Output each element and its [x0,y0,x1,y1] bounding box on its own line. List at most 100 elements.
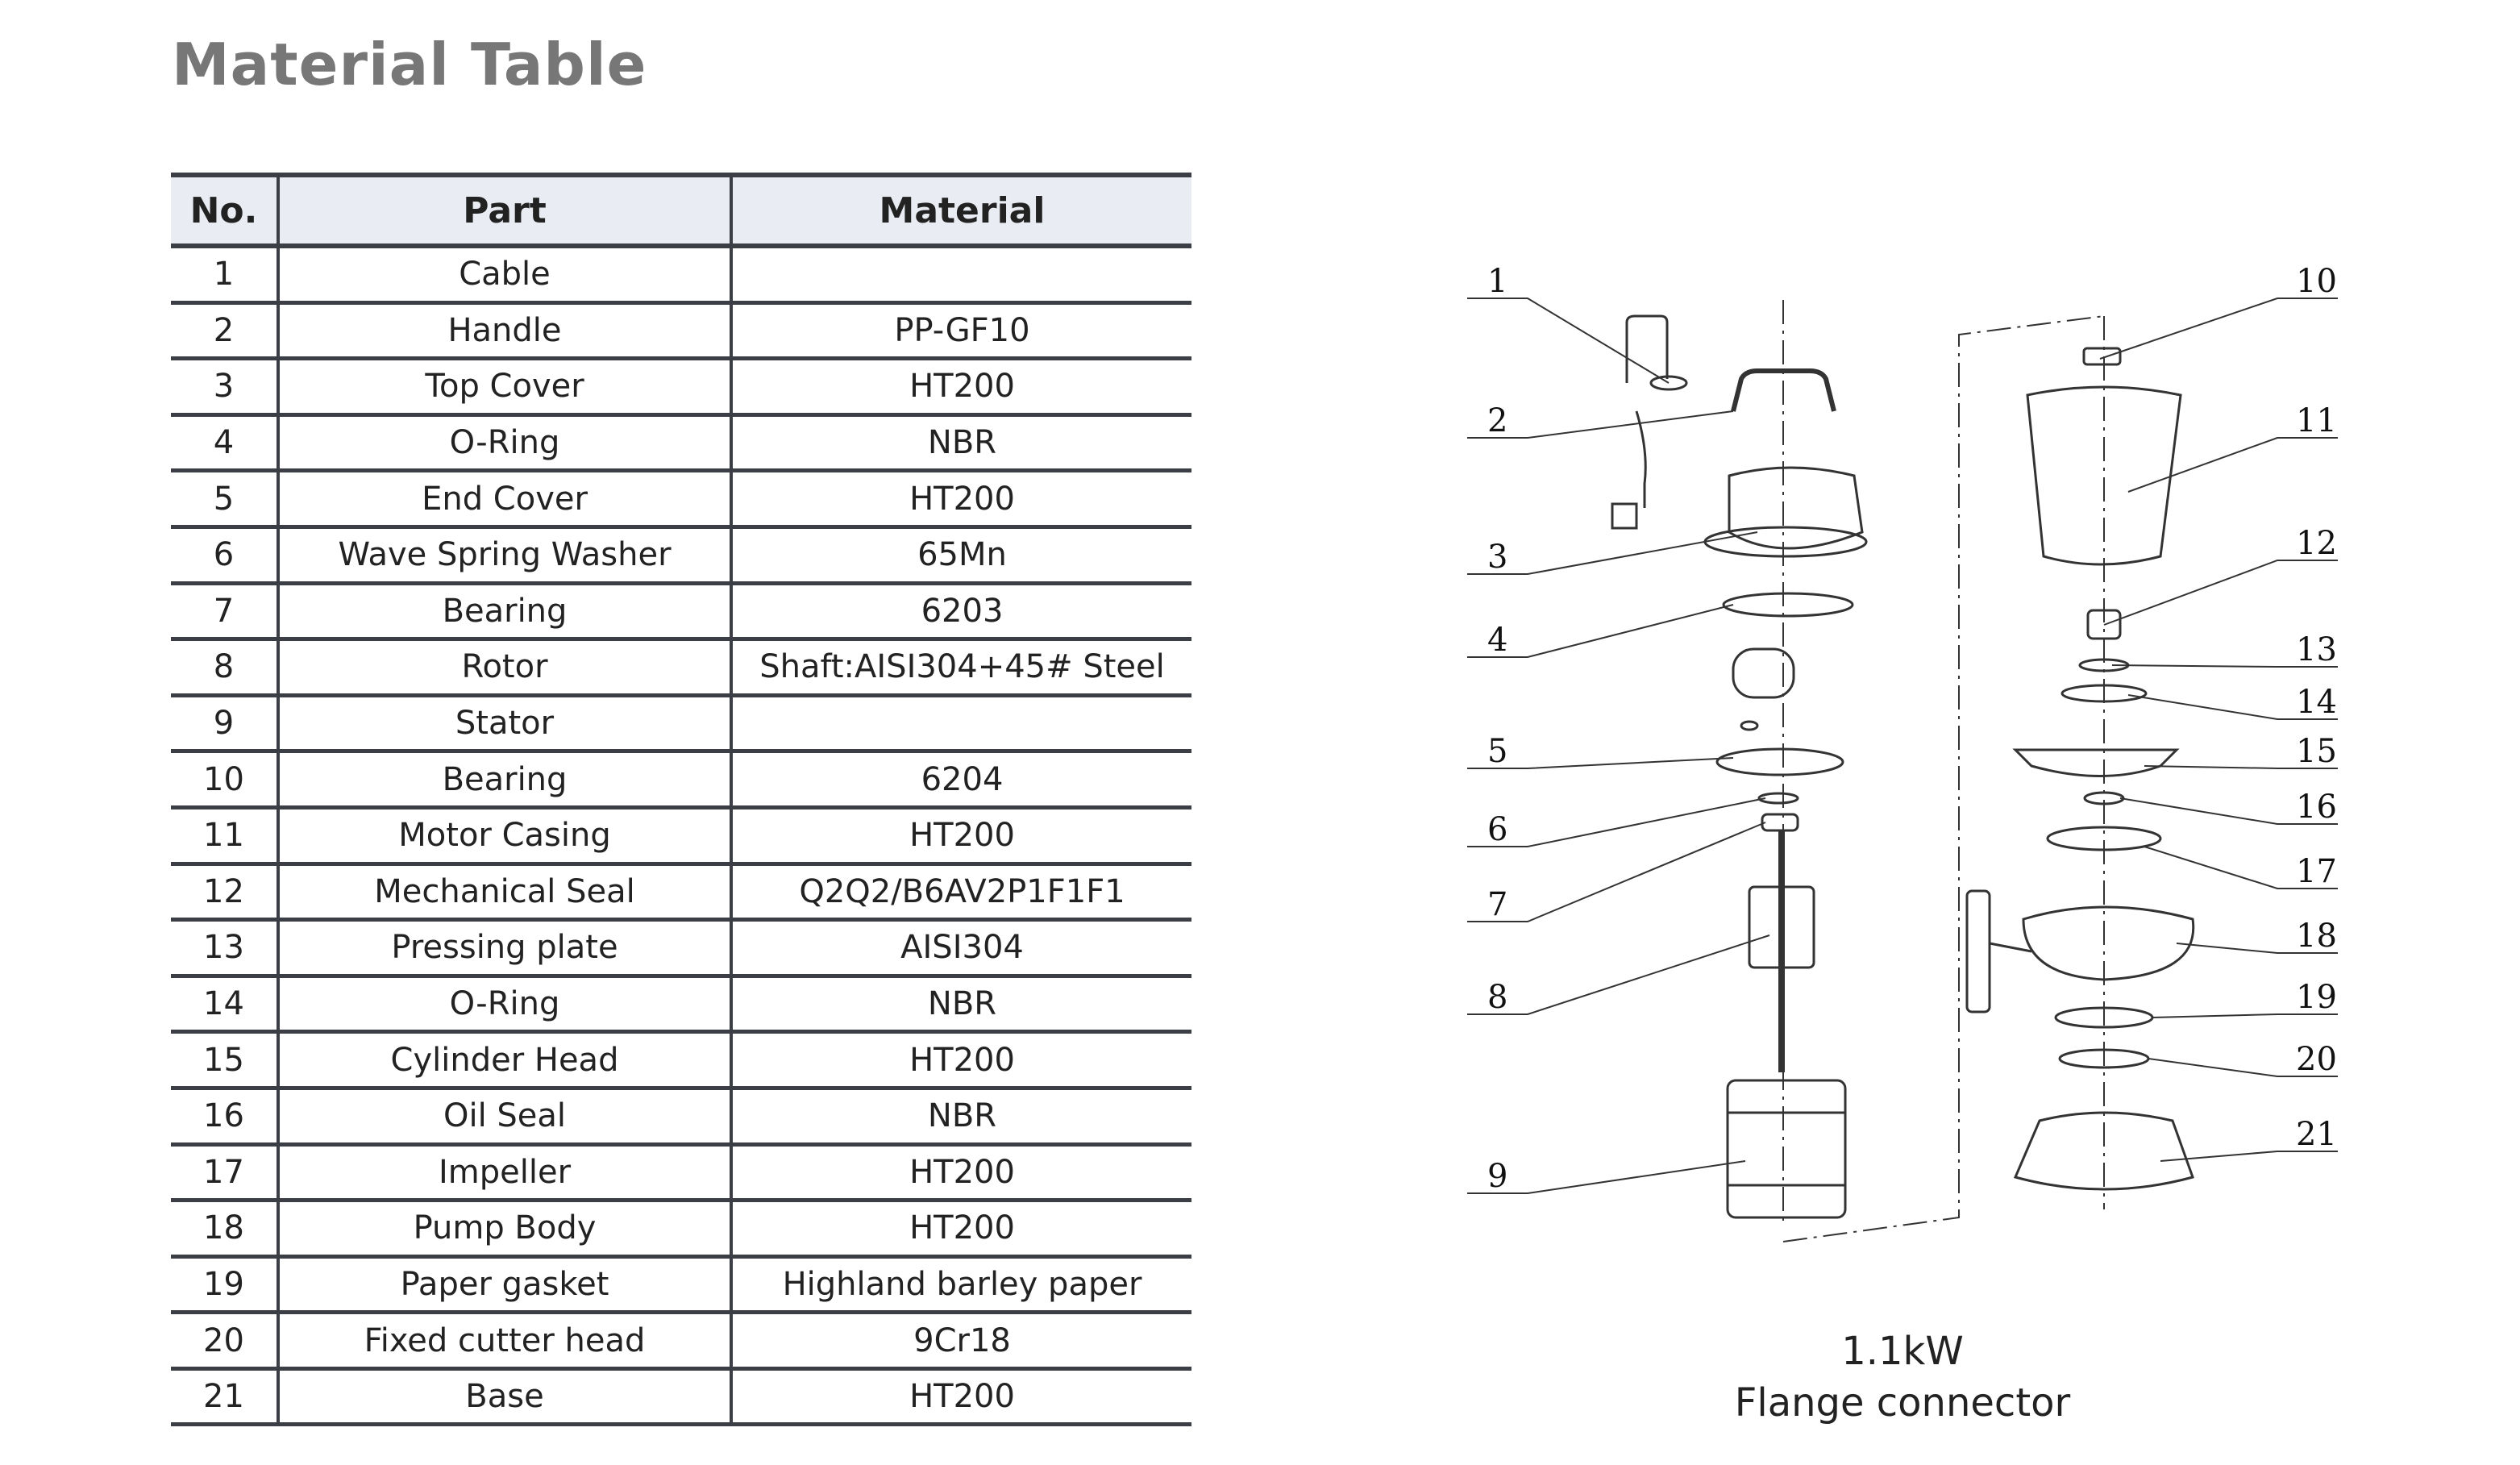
top-cover-part [1728,466,1864,550]
cell-material: HT200 [730,470,1191,529]
cell-no: 4 [171,414,278,473]
rotor-part [1748,885,1815,969]
callout-label: 15 [2296,733,2337,770]
cell-material: 6203 [730,583,1191,642]
cell-part: Pump Body [277,1200,731,1259]
leader-line [2099,298,2338,360]
cable-part [1625,314,1669,383]
cell-no: 2 [171,302,278,361]
cell-no: 3 [171,358,278,417]
cell-material: 65Mn [730,526,1191,585]
callout-label: 9 [1487,1158,1507,1195]
cell-material: HT200 [730,1200,1191,1259]
cell-no: 7 [171,583,278,642]
leader-line [1467,1160,1746,1194]
callout-label: 7 [1487,886,1507,923]
leader-line [2176,943,2338,954]
cell-material [730,246,1191,305]
cell-part: Pressing plate [277,919,731,978]
table-header-row: No. Part Material [171,173,1191,248]
header-material: Material [730,173,1191,248]
cell-no: 21 [171,1368,278,1427]
cell-no: 20 [171,1312,278,1371]
cell-part: Fixed cutter head [277,1312,731,1371]
leader-line [2152,1013,2338,1018]
leader-line [1467,934,1770,1015]
cell-no: 16 [171,1088,278,1147]
callout-label: 6 [1487,811,1507,848]
cell-material: HT200 [730,1368,1191,1427]
cell-material: HT200 [730,1144,1191,1203]
cell-part: Cable [277,246,731,305]
cell-no: 11 [171,807,278,866]
cell-material [730,695,1191,754]
cell-part: Impeller [277,1144,731,1203]
cell-material: AISI304 [730,919,1191,978]
callout-label: 8 [1487,979,1507,1016]
callout-label: 11 [2296,402,2337,439]
handle-part [1731,368,1836,412]
leader-line [2103,560,2338,626]
callout-label: 2 [1487,402,1507,439]
callout-label: 19 [2296,979,2337,1016]
base-part [2013,1111,2194,1191]
cell-material: PP-GF10 [730,302,1191,361]
callout-label: 21 [2296,1116,2337,1153]
power-rating: 1.1kW [1841,1329,1964,1374]
cell-part: Handle [277,302,731,361]
cell-material: NBR [730,1088,1191,1147]
cell-material: Q2Q2/B6AV2P1F1F1 [730,864,1191,922]
leader-line [1467,531,1758,575]
header-part: Part [277,173,731,248]
o-ring-part [1722,592,1854,618]
leader-line [2119,797,2338,825]
callout-label: 14 [2296,684,2337,721]
cell-part: Motor Casing [277,807,731,866]
callout-label: 20 [2296,1041,2337,1078]
leader-line [2111,664,2338,668]
cell-no: 10 [171,751,278,809]
cell-material: Shaft:AISI304+45# Steel [730,639,1191,697]
cell-material: 9Cr18 [730,1312,1191,1371]
cell-no: 8 [171,639,278,697]
cell-no: 17 [171,1144,278,1203]
cell-part: Bearing [277,751,731,809]
cell-part: Rotor [277,639,731,697]
leader-line [2127,694,2338,720]
cell-part: Cylinder Head [277,1031,731,1090]
leader-line [2144,765,2338,769]
leader-line [1467,757,1734,769]
cell-material: HT200 [730,358,1191,417]
leader-line [1467,822,1766,922]
cell-no: 6 [171,526,278,585]
cell-material: NBR [730,414,1191,473]
leader-line [2144,846,2338,889]
callout-label: 5 [1487,733,1507,770]
cell-part: Paper gasket [277,1256,731,1315]
leader-line [1467,604,1734,658]
cell-part: Wave Spring Washer [277,526,731,585]
end-cover-part [1715,747,1844,776]
callout-label: 17 [2296,853,2337,890]
callout-label: 1 [1487,263,1507,300]
cell-no: 5 [171,470,278,529]
cell-material: 6204 [730,751,1191,809]
cell-part: End Cover [277,470,731,529]
callout-label: 12 [2296,525,2337,562]
leader-line [1467,410,1734,439]
cell-no: 13 [171,919,278,978]
